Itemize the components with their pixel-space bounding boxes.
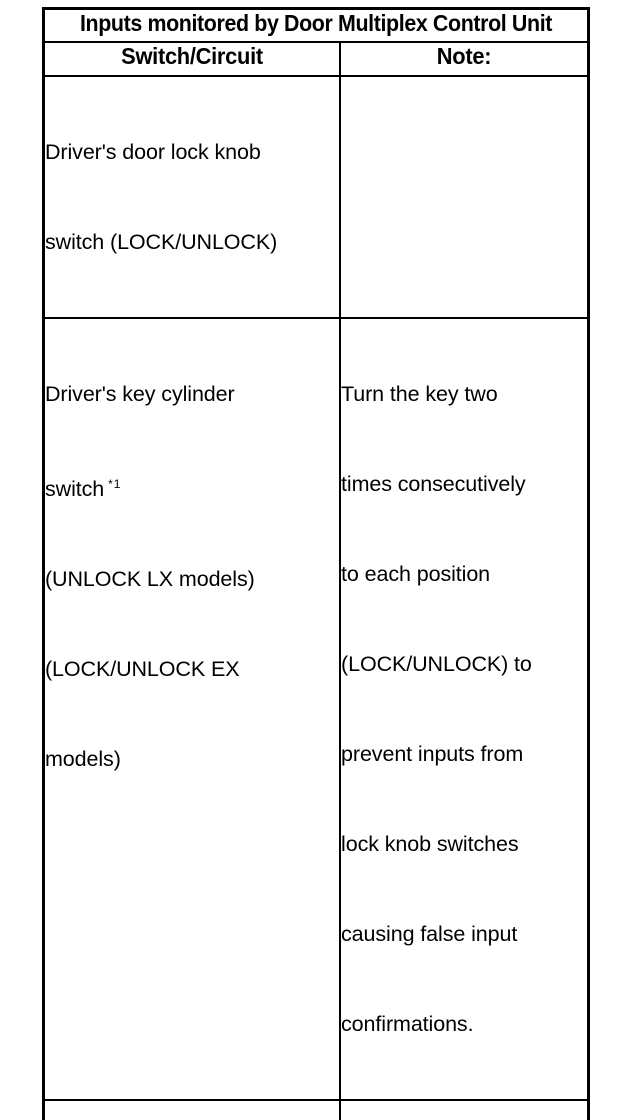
text-line: lock knob switches [341,832,519,856]
text-line-with-footnote: switch*1 [45,469,339,504]
column-header-switch-circuit: Switch/Circuit [42,41,342,77]
text-line: (UNLOCK LX models) [45,567,255,592]
footnote-marker: *1 [108,477,122,491]
text-line: to each position [341,562,491,586]
text-line: causing false input [341,922,518,946]
text-line: Driver's key cylinder [45,382,235,406]
text-line: models) [45,747,121,772]
column-header-note-label: Note: [436,43,492,69]
text-line: (LOCK/UNLOCK EX [45,657,240,682]
text-line: times consecutively [341,472,526,496]
cell-note: Turn the key two times consecutively to … [339,317,590,1101]
table-row: Driver's key cylinder switch*1 (UNLOCK L… [42,317,590,1101]
cell-switch-circuit: Driver's key cylinder switch*1 (UNLOCK L… [42,317,342,1101]
table-row: Driver's door lock knob switch (LOCK/UNL… [42,75,590,319]
table-row: Driver's door lock switch (LOCK/UNLOCK) [42,1099,590,1120]
text-line: confirmations. [341,1012,474,1036]
text-line: prevent inputs from [341,742,524,766]
column-header-switch-circuit-label: Switch/Circuit [121,43,263,69]
text-line: switch (LOCK/UNLOCK) [45,230,278,254]
cell-note [339,75,590,319]
cell-note [339,1099,590,1120]
cell-switch-circuit: Driver's door lock switch (LOCK/UNLOCK) [42,1099,342,1120]
text-line: (LOCK/UNLOCK) to [341,652,532,676]
column-header-note: Note: [339,41,590,77]
text-line: Turn the key two [341,382,498,406]
cell-text-lines: Driver's key cylinder switch*1 (UNLOCK L… [45,352,339,831]
table-title-cell: Inputs monitored by Door Multiplex Contr… [42,7,590,43]
text-line: Driver's door lock knob [45,140,261,164]
cell-text-lines: Turn the key two times consecutively to … [341,352,587,1096]
table-title-row: Inputs monitored by Door Multiplex Contr… [42,7,590,43]
table-title: Inputs monitored by Door Multiplex Contr… [79,10,553,36]
inputs-monitored-table: Inputs monitored by Door Multiplex Contr… [42,7,590,1120]
cell-text-lines: Driver's door lock knob switch (LOCK/UNL… [45,110,339,314]
table-header-row: Switch/Circuit Note: [42,41,590,77]
cell-switch-circuit: Driver's door lock knob switch (LOCK/UNL… [42,75,342,319]
document-page: Inputs monitored by Door Multiplex Contr… [42,7,590,1120]
text-line-body: switch [45,477,105,502]
